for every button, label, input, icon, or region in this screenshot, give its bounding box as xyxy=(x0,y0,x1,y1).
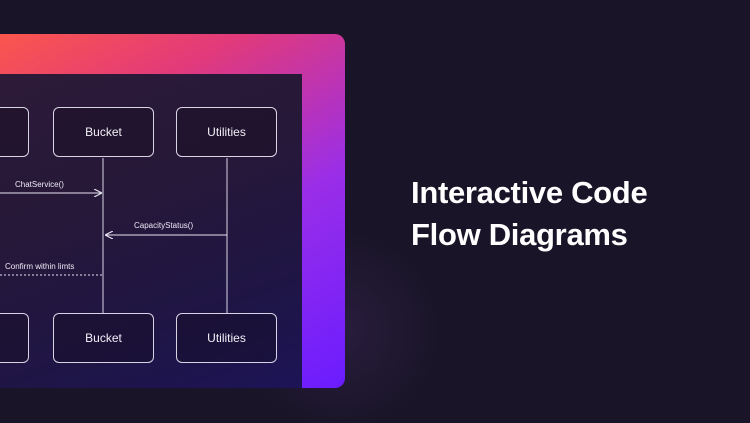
node-utilities-top: Utilities xyxy=(176,107,277,157)
node-bucket-bottom: Bucket xyxy=(53,313,154,363)
node-offscreen-top xyxy=(0,107,29,157)
headline-line-2: Flow Diagrams xyxy=(411,217,628,252)
message-label-confirm: Confirm within limts xyxy=(5,262,75,271)
message-label-chatservice: ChatService() xyxy=(15,180,64,189)
node-bucket-top: Bucket xyxy=(53,107,154,157)
headline-line-1: Interactive Code xyxy=(411,175,648,210)
headline: Interactive Code Flow Diagrams xyxy=(411,172,731,256)
node-offscreen-bottom xyxy=(0,313,29,363)
node-utilities-bottom: Utilities xyxy=(176,313,277,363)
diagram-panel xyxy=(0,74,302,388)
message-label-capacitystatus: CapacityStatus() xyxy=(134,221,194,230)
